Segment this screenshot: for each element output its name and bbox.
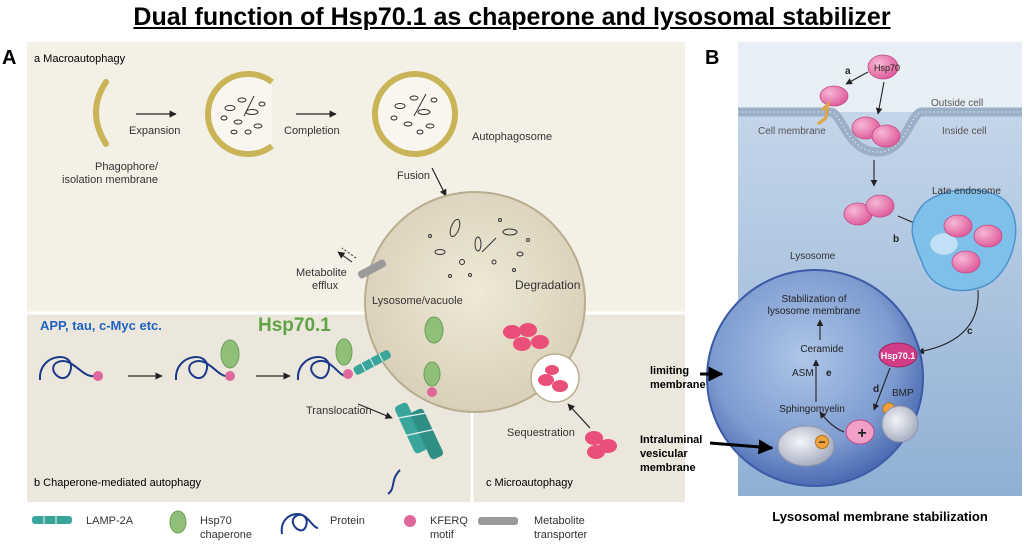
- step-c-label: c: [967, 326, 973, 337]
- sphingomyelin-label: Sphingomyelin: [779, 404, 845, 415]
- hsp70-receptor-bound: [819, 85, 849, 107]
- plus-sign: +: [857, 425, 866, 442]
- intraluminal-label-3: membrane: [640, 462, 696, 474]
- step-d-label: d: [873, 384, 879, 395]
- cargo-cluster-2: [390, 93, 438, 135]
- cma-label: b Chaperone-mediated autophagy: [34, 477, 201, 489]
- protein-with-chaperone: [174, 339, 240, 381]
- hsp70-chaperone-icon: [169, 510, 187, 534]
- hsp70-endosome-2: [973, 224, 1003, 248]
- minus-sign: −: [818, 435, 825, 449]
- invagination-cargo: [538, 365, 568, 392]
- lysosome-vacuole-label: Lysosome/vacuole: [372, 295, 463, 307]
- ceramide-label: Ceramide: [800, 344, 844, 355]
- panel-b: B Outside cell Inside cell Cell membrane…: [640, 42, 1022, 524]
- bmp-label: BMP: [892, 388, 914, 399]
- chaperone-in-lysosome: [424, 316, 444, 344]
- panel-b-caption: Lysosomal membrane stabilization: [772, 509, 988, 524]
- intraluminal-arrow: [709, 439, 774, 455]
- legend-label-motif: motif: [430, 529, 455, 541]
- kferq-motif-icon: [404, 515, 416, 527]
- stabilization-label-2: lysosome membrane: [768, 306, 861, 317]
- minus-marker: [815, 435, 829, 449]
- hsp701-label-b: Hsp70.1: [881, 351, 916, 361]
- legend: LAMP-2A Hsp70 chaperone Protein KFERQ mo…: [32, 510, 588, 541]
- legend-label-hsp70: Hsp70: [200, 515, 232, 527]
- legend-label-transporter: transporter: [534, 529, 588, 541]
- intraluminal-vesicle-right: [881, 405, 919, 443]
- lysosome-contents: [428, 218, 530, 278]
- step-a-label: a: [845, 66, 851, 77]
- degradation-label: Degradation: [515, 278, 580, 292]
- outside-cell-label: Outside cell: [931, 98, 983, 109]
- cargo-cluster-1: [220, 95, 266, 135]
- expanding-membrane: [205, 71, 274, 157]
- intraluminal-label-2: vesicular: [640, 448, 688, 460]
- autophagosome-label: Autophagosome: [472, 131, 552, 143]
- fusion-label: Fusion: [397, 170, 430, 182]
- hsp70-label: Hsp70: [874, 63, 900, 73]
- legend-label-kferq: KFERQ: [430, 515, 468, 527]
- hsp70-extracellular: [867, 54, 899, 80]
- invagination-vesicle: [530, 353, 580, 403]
- hsp70-endosome-1: [943, 214, 973, 238]
- asm-label: ASM: [792, 368, 814, 379]
- late-endosome-label: Late endosome: [932, 186, 1001, 197]
- cell-membrane-shape: [738, 107, 1022, 157]
- substrates-label: APP, tau, c-Myc etc.: [40, 318, 162, 333]
- metabolite-transporter-shape: [357, 259, 387, 279]
- phagophore-label-1: Phagophore/: [95, 161, 159, 173]
- limiting-label-1: limiting: [650, 365, 689, 377]
- lamp2a-channel: [387, 402, 444, 495]
- protein-unfolded-1: [38, 356, 103, 381]
- hsp70-endocytosed-2: [871, 124, 901, 148]
- late-endosome-shape: [911, 188, 1017, 292]
- lysosome-label: Lysosome: [790, 251, 836, 262]
- inside-cell-label: Inside cell: [942, 126, 986, 137]
- sequestration-label: Sequestration: [507, 427, 575, 439]
- step-e-label: e: [826, 368, 832, 379]
- panel-a-letter: A: [2, 47, 16, 69]
- chaperone-at-channel: [423, 361, 441, 387]
- protein-icon: [280, 513, 319, 535]
- step-b-label: b: [893, 234, 899, 245]
- stabilization-label-1: Stabilization of: [781, 294, 846, 305]
- completion-label: Completion: [284, 125, 340, 137]
- panel-a: A a Macroautophagy Phagophore/ isolation…: [2, 42, 685, 502]
- cell-membrane-label: Cell membrane: [758, 126, 826, 137]
- legend-label-metabolite: Metabolite: [534, 515, 585, 527]
- figure-title: Dual function of Hsp70.1 as chaperone an…: [133, 3, 891, 31]
- limiting-label-2: membrane: [650, 379, 706, 391]
- metabolite-label-2: efflux: [312, 280, 339, 292]
- lysosome-vacuole-shape: [364, 191, 586, 413]
- hsp70-bmp-complex: [845, 419, 875, 445]
- hsp701-label-a: Hsp70.1: [258, 315, 331, 336]
- expansion-label: Expansion: [129, 125, 180, 137]
- microautophagy-cargo: [503, 323, 549, 351]
- external-cargo: [585, 431, 617, 459]
- hsp701-lysosome: [878, 342, 918, 368]
- translocation-label: Translocation: [306, 405, 372, 417]
- panel-b-letter: B: [705, 47, 719, 69]
- metabolite-label-1: Metabolite: [296, 267, 347, 279]
- micro-label: c Microautophagy: [486, 477, 573, 489]
- intraluminal-label-1: Intraluminal: [640, 434, 702, 446]
- metabolite-transporter-icon: [478, 517, 518, 525]
- lamp2a-icon: [32, 516, 72, 524]
- protein-bound-lamp2a: [296, 338, 391, 381]
- hsp70-endosome-3: [951, 250, 981, 274]
- hsp70-vesicle-2: [865, 194, 895, 218]
- macroautophagy-label: a Macroautophagy: [34, 53, 126, 65]
- legend-label-protein: Protein: [330, 515, 365, 527]
- legend-label-chaperone: chaperone: [200, 529, 252, 541]
- phagophore-shape: [93, 79, 109, 147]
- legend-label-lamp2a: LAMP-2A: [86, 515, 134, 527]
- phagophore-label-2: isolation membrane: [62, 174, 158, 186]
- membrane-receptor: [817, 99, 831, 126]
